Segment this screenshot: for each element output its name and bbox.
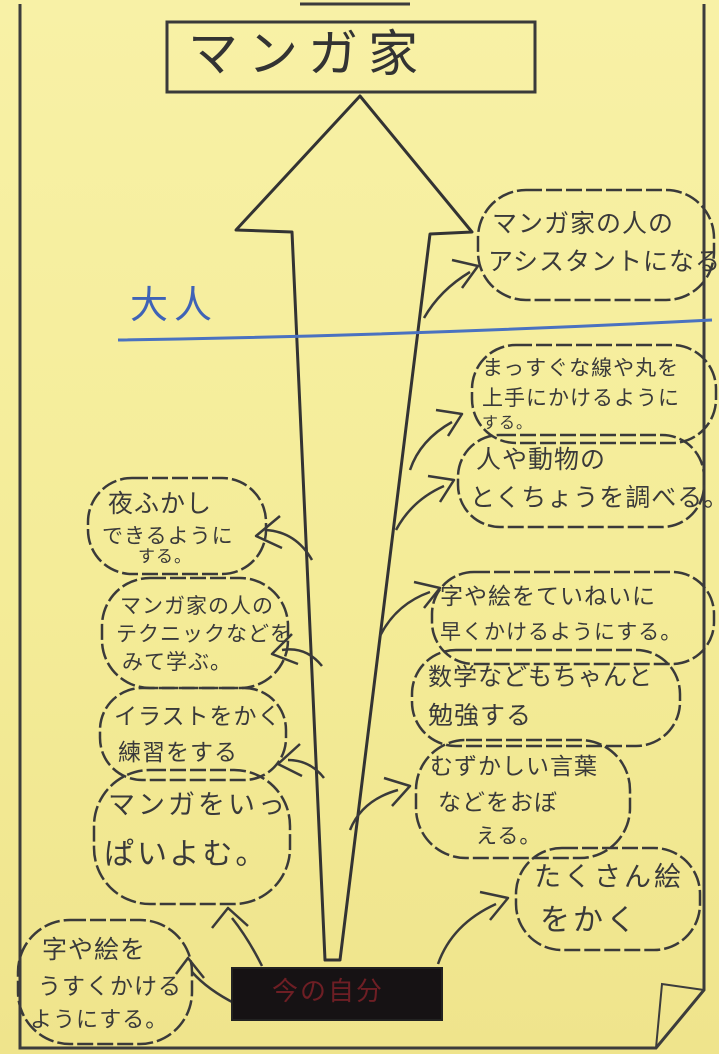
branch-arrow-draw-lots: [436, 890, 510, 965]
cloud-kanji: [414, 738, 632, 860]
bubble-technique-line-3: みて学ぶ。: [122, 650, 232, 674]
cloud-straight-lines: [470, 343, 718, 445]
page-title: マンガ家: [188, 25, 428, 83]
adult-line: [117, 318, 713, 342]
bubble-all-nighter-line-1: 夜ふかし: [108, 489, 213, 518]
cloud-all-nighter: [86, 476, 268, 576]
cloud-neat-writing: [430, 570, 716, 666]
bubble-kanji-line-1: むずかしい言葉: [430, 754, 598, 780]
branch-arrow-assistant: [422, 258, 480, 319]
bubble-straight-line-2: 上手にかけるように: [482, 386, 680, 410]
cloud-illustration: [98, 686, 288, 782]
bubble-research-line-2: とくちょうを調べる。: [470, 483, 719, 512]
branch-arrow-thin: [175, 956, 237, 1006]
bubble-illustration-line-1: イラストをかく: [114, 704, 282, 730]
bubble-math-line-2: 勉強する: [428, 701, 533, 730]
cloud-research: [456, 433, 706, 529]
branch-arrow-illustration: [276, 743, 325, 779]
bubble-thin-line-1: 字や絵を: [42, 935, 147, 964]
bubble-technique-line-1: マンガ家の人の: [120, 594, 274, 618]
cloud-technique: [100, 576, 290, 690]
bubble-thin-line-2: うすくかける: [38, 974, 182, 1000]
bubble-kanji-line-2: などをおぼ: [438, 790, 558, 816]
paper-fold: [655, 982, 705, 1049]
current-self-box: [231, 967, 443, 1021]
bubble-read-manga-line-1: マンガをいっ: [108, 790, 288, 821]
bubble-read-manga-line-2: ぱいよむ。: [104, 837, 269, 872]
bubble-illustration-line-2: 練習をする: [118, 740, 238, 766]
bubble-kanji-line-3: える。: [476, 824, 542, 848]
bubble-math-line-1: 数学などもちゃんと: [428, 663, 653, 691]
bubble-draw-lots-line-2: をかく: [540, 903, 639, 938]
bubble-assistant-line-2: アシスタントになる: [488, 247, 719, 276]
bubble-neat-line-1: 字や絵をていねいに: [440, 584, 656, 610]
branch-arrow-all-nighter: [254, 515, 314, 561]
bubble-neat-line-2: 早くかけるようにする。: [440, 620, 683, 644]
branch-arrow-read: [211, 906, 264, 967]
branch-arrow-research: [394, 474, 456, 531]
main-arrow: [234, 94, 474, 962]
bubble-thin-line-3: ようにする。: [30, 1008, 169, 1033]
cloud-draw-lots: [514, 846, 702, 952]
bubble-straight-line-3: する。: [482, 413, 534, 432]
bubble-straight-line-1: まっすぐな線や丸を: [482, 356, 680, 380]
bubble-draw-lots-line-1: たくさん絵: [534, 862, 684, 893]
bubble-technique-line-2: テクニックなどを: [116, 622, 292, 646]
branch-arrow-neat: [378, 580, 442, 637]
bubble-all-nighter-line-2: できるように: [102, 524, 234, 548]
bubble-all-nighter-line-3: する。: [138, 547, 192, 567]
cloud-thin-writing: [16, 918, 194, 1046]
cloud-assistant: [476, 188, 716, 302]
bubble-assistant-line-1: マンガ家の人の: [492, 209, 675, 238]
bubble-research-line-1: 人や動物の: [476, 445, 607, 474]
branch-arrow-straight: [408, 408, 464, 471]
current-self-label: 今の自分: [272, 977, 385, 1007]
branch-arrow-technique: [270, 633, 323, 667]
title-box: [165, 20, 537, 94]
branch-arrow-kanji: [348, 776, 412, 831]
adult-label: 大人: [130, 283, 219, 327]
cloud-math: [410, 648, 682, 748]
cloud-read-manga: [92, 768, 292, 906]
